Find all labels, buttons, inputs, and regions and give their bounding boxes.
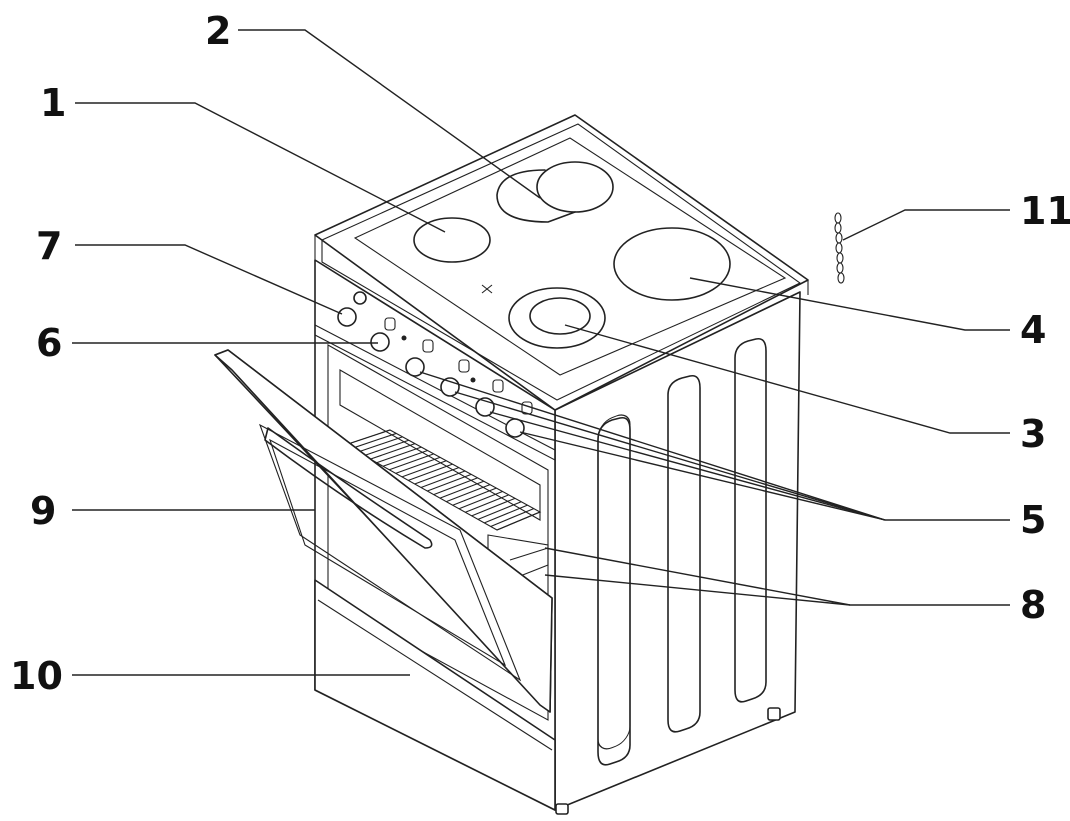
rack-bar xyxy=(344,429,391,446)
leader-5d xyxy=(519,431,886,521)
leader-lines xyxy=(72,29,1010,676)
cooking-zone-rear-dual xyxy=(496,161,614,223)
rack-bar xyxy=(351,432,397,450)
leader-5b xyxy=(454,391,886,521)
rack-bar xyxy=(471,497,516,517)
callout-10: 10 xyxy=(10,654,63,698)
oven-door xyxy=(214,349,553,713)
callout-5: 5 xyxy=(1020,498,1046,542)
rack-bar xyxy=(446,484,491,503)
oven-function-knob xyxy=(370,317,396,352)
rack-bar xyxy=(389,453,434,471)
cooking-zone-front-dual xyxy=(508,287,606,349)
leader-4 xyxy=(689,277,1010,331)
callout-6: 6 xyxy=(36,321,62,365)
callout-4: 4 xyxy=(1020,308,1046,352)
rack-bar xyxy=(465,494,509,513)
anti-tip-chain xyxy=(834,212,845,284)
side-ventilation-slots xyxy=(597,337,767,766)
callout-11: 11 xyxy=(1020,189,1070,233)
leader-8b xyxy=(544,574,851,606)
leader-7 xyxy=(75,244,343,315)
rack-bar xyxy=(452,487,497,506)
leader-2 xyxy=(238,29,541,199)
rack-bar xyxy=(439,480,484,499)
rack-bar xyxy=(408,463,453,481)
rack-bar xyxy=(414,467,459,485)
callout-7: 7 xyxy=(36,224,62,268)
indicator-light xyxy=(353,291,367,305)
rack-bar xyxy=(433,477,478,496)
hob-top xyxy=(314,114,809,411)
oven-wire-rack xyxy=(343,429,542,531)
rack-bar xyxy=(490,508,534,527)
leader-5c xyxy=(489,411,886,521)
callout-9: 9 xyxy=(30,489,56,533)
cooking-zone-front-left xyxy=(413,217,491,263)
rack-bar xyxy=(363,439,409,457)
callout-labels: 1 2 3 4 5 6 7 8 9 10 11 xyxy=(10,9,1070,698)
leader-11 xyxy=(842,209,1010,241)
rack-bar xyxy=(370,443,416,460)
rack-bar xyxy=(484,504,528,524)
callout-8: 8 xyxy=(1020,583,1046,627)
leader-1 xyxy=(75,102,446,233)
callout-3: 3 xyxy=(1020,412,1046,456)
rack-bar xyxy=(401,460,447,478)
adjustable-feet xyxy=(555,707,781,815)
cooking-zone-rear-right xyxy=(613,227,731,301)
callout-1: 1 xyxy=(40,81,66,125)
rack-bar xyxy=(458,490,503,510)
oven-thermostat-knob xyxy=(337,307,357,327)
rack-bar xyxy=(382,449,428,467)
rack-bar xyxy=(376,446,422,464)
rack-bar xyxy=(420,470,466,489)
rack-bar xyxy=(427,473,472,492)
rack-bar xyxy=(395,456,441,474)
rack-bar xyxy=(496,511,541,531)
callout-2: 2 xyxy=(205,9,231,53)
rack-bar xyxy=(357,436,403,453)
hob-center-mark xyxy=(481,284,493,294)
rack-bar xyxy=(477,501,522,520)
leader-3 xyxy=(564,324,1010,434)
